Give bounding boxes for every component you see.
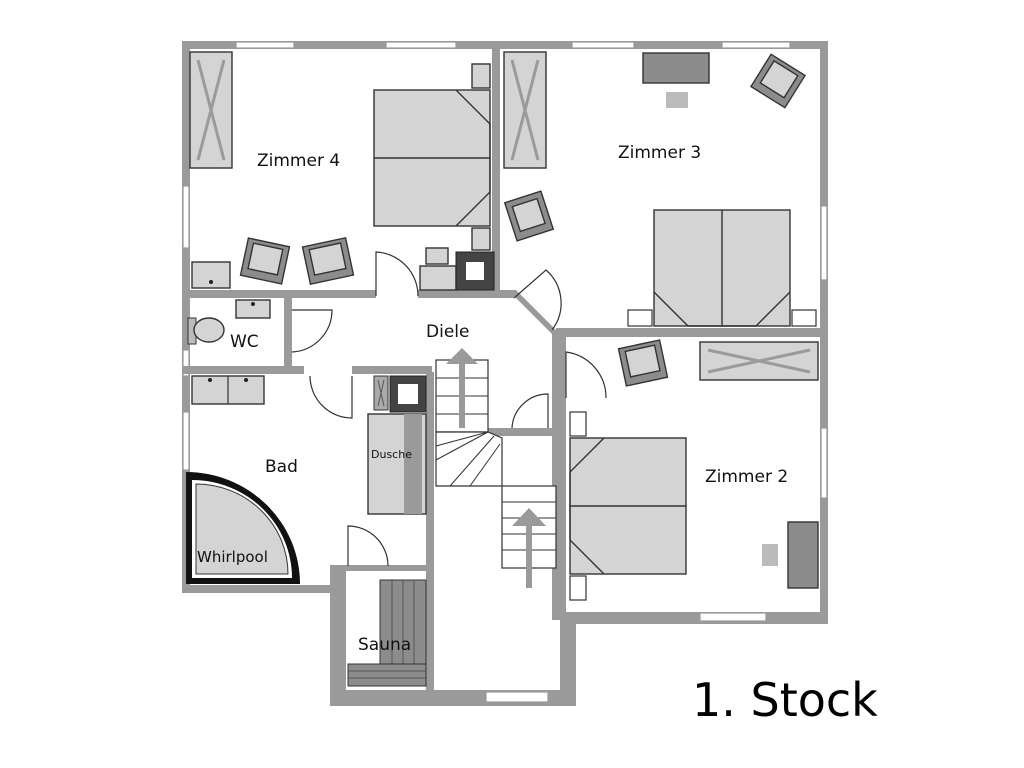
nightstand (569, 411, 587, 437)
room-zimmer3: Zimmer 3 (503, 51, 817, 331)
double-bed (373, 89, 491, 227)
room-label-wc: WC (230, 332, 259, 352)
double-bed (653, 209, 791, 327)
double-bed (569, 437, 687, 575)
floor-title: 1. Stock (692, 673, 878, 727)
shower-label: Dusche (371, 448, 412, 461)
room-wc: WC (187, 299, 333, 353)
nightstand (569, 575, 587, 601)
desk (787, 521, 819, 589)
room-label-zimmer2: Zimmer 2 (705, 467, 788, 487)
stair-arrow-up-icon (512, 508, 546, 588)
room-bad: Dusche Whirlpool Bad (186, 375, 427, 584)
nightstand (471, 227, 491, 251)
room-sauna: Sauna (347, 579, 427, 687)
room-zimmer2: Zimmer 2 (565, 339, 819, 601)
room-label-diele: Diele (426, 322, 469, 342)
small-table (425, 247, 449, 265)
toilet (193, 317, 225, 343)
whirlpool: Whirlpool (186, 472, 300, 584)
wardrobe (189, 51, 233, 169)
room-label-bad: Bad (265, 457, 298, 477)
nightstand (627, 309, 653, 327)
room-label-zimmer4: Zimmer 4 (257, 151, 340, 171)
interior-walls (182, 41, 828, 690)
room-label-zimmer3: Zimmer 3 (618, 143, 701, 163)
cabinet (419, 265, 457, 291)
nightstand (471, 63, 491, 89)
wc-sink (235, 299, 271, 319)
stool (666, 92, 688, 108)
stair-arrow-up-icon (446, 348, 478, 428)
room-label-sauna: Sauna (358, 635, 411, 655)
stool (762, 544, 778, 566)
room-zimmer4: Zimmer 4 (189, 51, 495, 297)
staircase (435, 348, 557, 588)
nightstand (791, 309, 817, 327)
whirlpool-label: Whirlpool (197, 548, 268, 566)
desk (642, 52, 710, 84)
shower: Dusche (367, 413, 427, 515)
sink (191, 261, 231, 289)
sauna-bench (347, 579, 427, 687)
room-diele: Diele (426, 322, 549, 429)
